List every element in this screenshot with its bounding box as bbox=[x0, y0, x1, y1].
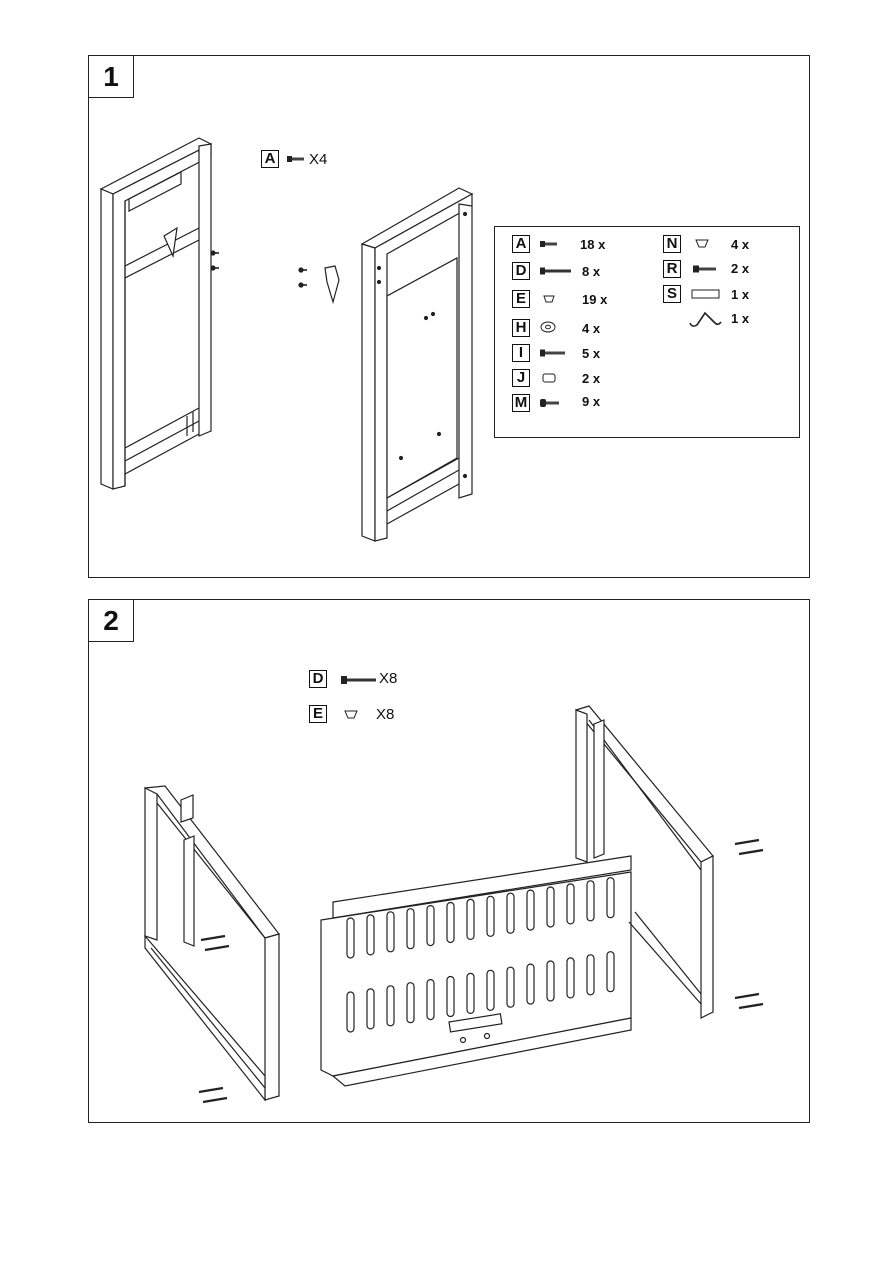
plate-icon bbox=[691, 289, 720, 299]
vent-slot bbox=[386, 985, 395, 1027]
bolt-long-icon bbox=[341, 676, 376, 684]
callout-quantity: X4 bbox=[309, 151, 328, 168]
vent-slot bbox=[466, 898, 475, 940]
vent-slot bbox=[586, 880, 595, 922]
vent-slot bbox=[606, 877, 615, 919]
nut-icon bbox=[695, 239, 709, 248]
vent-slots bbox=[346, 877, 615, 1033]
vent-slot bbox=[386, 911, 395, 953]
vent-slot bbox=[526, 889, 535, 931]
nut-icon bbox=[344, 710, 358, 719]
vent-slot bbox=[366, 988, 375, 1030]
vent-slot bbox=[586, 954, 595, 996]
part-quantity: 8 x bbox=[582, 264, 601, 279]
part-letter: I bbox=[512, 344, 530, 362]
vent-slot bbox=[506, 892, 515, 934]
part-letter: A bbox=[512, 235, 530, 253]
part-quantity: 2 x bbox=[731, 261, 750, 276]
vent-slot bbox=[526, 963, 535, 1005]
part-quantity: 4 x bbox=[582, 321, 601, 336]
callout-part-letter: D bbox=[309, 670, 327, 688]
screw-icon bbox=[540, 399, 559, 407]
part-letter: M bbox=[512, 394, 530, 412]
step-2-illustration bbox=[143, 705, 764, 1104]
vent-slot bbox=[546, 886, 555, 928]
bolt-medium-icon bbox=[693, 265, 716, 273]
vent-slot bbox=[486, 895, 495, 937]
part-quantity: 1 x bbox=[731, 311, 750, 326]
part-quantity: 9 x bbox=[582, 394, 601, 409]
part-letter: R bbox=[663, 260, 681, 278]
vent-slot bbox=[486, 969, 495, 1011]
part-letter: J bbox=[512, 369, 530, 387]
bolt-short-icon bbox=[287, 156, 304, 162]
part-quantity: 5 x bbox=[582, 346, 601, 361]
vent-slot bbox=[566, 883, 575, 925]
vent-slot bbox=[346, 991, 355, 1033]
vent-slot bbox=[466, 972, 475, 1014]
vent-slot bbox=[546, 960, 555, 1002]
callout-part-letter: A bbox=[261, 150, 279, 168]
vent-slot bbox=[446, 901, 455, 944]
step-number: 1 bbox=[89, 56, 134, 98]
bolt-short-icon bbox=[540, 241, 557, 247]
vent-slot bbox=[446, 975, 455, 1018]
bolt-long-icon bbox=[540, 267, 571, 275]
step-2-panel: 2 bbox=[88, 599, 810, 1123]
part-letter: H bbox=[512, 319, 530, 337]
step-1-panel: 1 bbox=[88, 55, 810, 578]
part-letter: D bbox=[512, 262, 530, 280]
vent-slot bbox=[366, 914, 375, 956]
vent-slot bbox=[566, 957, 575, 999]
part-letter: N bbox=[663, 235, 681, 253]
step-1-illustration bbox=[99, 137, 474, 542]
part-quantity: 18 x bbox=[580, 237, 606, 252]
part-letter: S bbox=[663, 285, 681, 303]
vent-slot bbox=[606, 951, 615, 993]
hook-icon bbox=[689, 311, 722, 327]
spacer-icon bbox=[542, 373, 556, 383]
nut-icon bbox=[543, 295, 555, 303]
vent-slot bbox=[346, 917, 355, 959]
part-letter: E bbox=[512, 290, 530, 308]
vent-slot bbox=[406, 908, 415, 950]
washer-icon bbox=[540, 321, 556, 333]
part-quantity: 4 x bbox=[731, 237, 750, 252]
bolt-medium-icon bbox=[540, 349, 565, 357]
vent-slot bbox=[426, 905, 435, 947]
vent-slot bbox=[426, 979, 435, 1021]
part-quantity: 2 x bbox=[582, 371, 601, 386]
parts-list-box: A 18 x D 8 x E 19 x H 4 x I 5 x J 2 x M … bbox=[494, 226, 800, 438]
vent-slot bbox=[406, 982, 415, 1024]
callout-quantity: X8 bbox=[379, 670, 398, 687]
step-number: 2 bbox=[89, 600, 134, 642]
callout-quantity: X8 bbox=[376, 706, 395, 723]
vent-slot bbox=[506, 966, 515, 1008]
part-quantity: 1 x bbox=[731, 287, 750, 302]
callout-part-letter: E bbox=[309, 705, 327, 723]
part-quantity: 19 x bbox=[582, 292, 608, 307]
